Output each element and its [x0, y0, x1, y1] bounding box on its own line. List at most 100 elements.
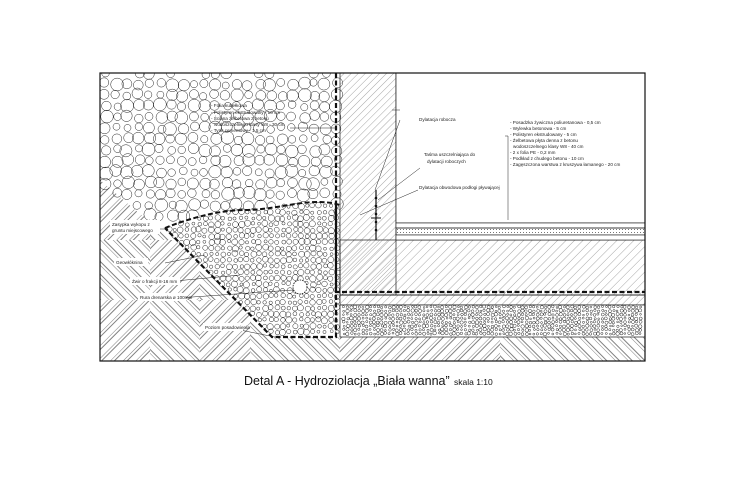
texture-circle: [201, 189, 211, 199]
texture-circle: [292, 311, 298, 316]
texture-circle: [100, 110, 114, 124]
texture-circle: [373, 309, 377, 313]
texture-circle: [403, 332, 407, 335]
texture-circle: [321, 258, 328, 264]
texture-circle: [627, 305, 631, 310]
texture-circle: [430, 309, 433, 312]
texture-circle: [256, 286, 263, 293]
texture-circle: [303, 214, 310, 221]
texture-circle: [197, 217, 201, 221]
texture-circle: [214, 233, 221, 240]
aggregate-pattern: [341, 304, 643, 337]
texture-circle: [179, 166, 188, 176]
texture-circle: [209, 251, 214, 256]
texture-circle: [422, 331, 426, 336]
texture-circle: [365, 305, 370, 310]
texture-circle: [495, 305, 498, 308]
texture-circle: [406, 319, 411, 324]
texture-circle: [547, 317, 551, 321]
texture-circle: [156, 78, 166, 88]
texture-circle: [261, 220, 269, 227]
texture-circle: [273, 286, 280, 293]
texture-circle: [487, 320, 490, 323]
texture-circle: [373, 328, 376, 331]
texture-circle: [343, 332, 346, 336]
texture-circle: [403, 313, 407, 317]
texture-circle: [233, 121, 243, 131]
texture-circle: [177, 102, 186, 111]
texture-circle: [520, 305, 525, 310]
texture-circle: [520, 316, 525, 321]
texture-circle: [410, 317, 414, 320]
texture-circle: [590, 313, 593, 316]
texture-circle: [532, 305, 536, 309]
texture-circle: [402, 327, 407, 332]
label-bg-rura: [138, 293, 186, 301]
texture-circle: [250, 263, 257, 270]
texture-circle: [297, 121, 308, 132]
texture-circle: [376, 304, 381, 309]
texture-circle: [619, 312, 624, 317]
texture-circle: [238, 239, 245, 246]
texture-circle: [305, 312, 310, 317]
texture-circle: [267, 245, 274, 252]
texture-circle: [203, 215, 209, 222]
texture-circle: [299, 317, 304, 322]
texture-circle: [512, 305, 516, 309]
texture-circle: [328, 209, 336, 217]
texture-circle: [562, 309, 566, 313]
texture-circle: [402, 316, 407, 320]
texture-circle: [322, 324, 327, 329]
texture-circle: [244, 252, 250, 257]
texture-circle: [630, 308, 635, 313]
texture-circle: [494, 324, 498, 328]
texture-circle: [280, 264, 286, 269]
texture-circle: [399, 309, 403, 313]
texture-circle: [299, 323, 304, 328]
texture-circle: [391, 308, 395, 313]
texture-circle: [578, 328, 582, 331]
texture-circle: [380, 317, 384, 321]
texture-circle: [215, 252, 220, 256]
texture-circle: [242, 112, 255, 125]
texture-circle: [291, 209, 298, 216]
texture-circle: [593, 317, 597, 321]
texture-circle: [250, 288, 256, 293]
texture-circle: [395, 317, 399, 321]
texture-circle: [532, 309, 536, 313]
texture-circle: [256, 312, 262, 318]
texture-circle: [532, 320, 536, 325]
texture-circle: [310, 250, 317, 257]
texture-circle: [220, 263, 225, 268]
texture-circle: [342, 325, 346, 328]
texture-circle: [315, 316, 322, 323]
texture-circle: [505, 324, 509, 328]
texture-circle: [502, 304, 506, 309]
texture-circle: [535, 316, 540, 321]
texture-circle: [357, 305, 361, 309]
texture-circle: [535, 312, 540, 317]
texture-circle: [345, 327, 350, 332]
texture-circle: [143, 122, 155, 134]
texture-circle: [371, 320, 376, 325]
texture-circle: [287, 221, 293, 227]
texture-circle: [268, 228, 273, 233]
texture-circle: [369, 305, 372, 309]
texture-circle: [238, 245, 243, 250]
texture-circle: [111, 133, 123, 144]
texture-circle: [362, 324, 365, 327]
texture-circle: [494, 327, 498, 331]
texture-circle: [440, 321, 444, 324]
texture-circle: [144, 78, 154, 88]
texture-circle: [268, 222, 274, 227]
texture-circle: [524, 324, 529, 328]
texture-circle: [219, 90, 230, 101]
texture-circle: [292, 214, 299, 221]
texture-circle: [190, 168, 199, 177]
texture-circle: [379, 320, 384, 325]
texture-circle: [287, 300, 292, 305]
texture-circle: [459, 308, 464, 313]
texture-circle: [189, 111, 199, 122]
texture-circle: [242, 153, 256, 167]
texture-circle: [391, 316, 395, 321]
